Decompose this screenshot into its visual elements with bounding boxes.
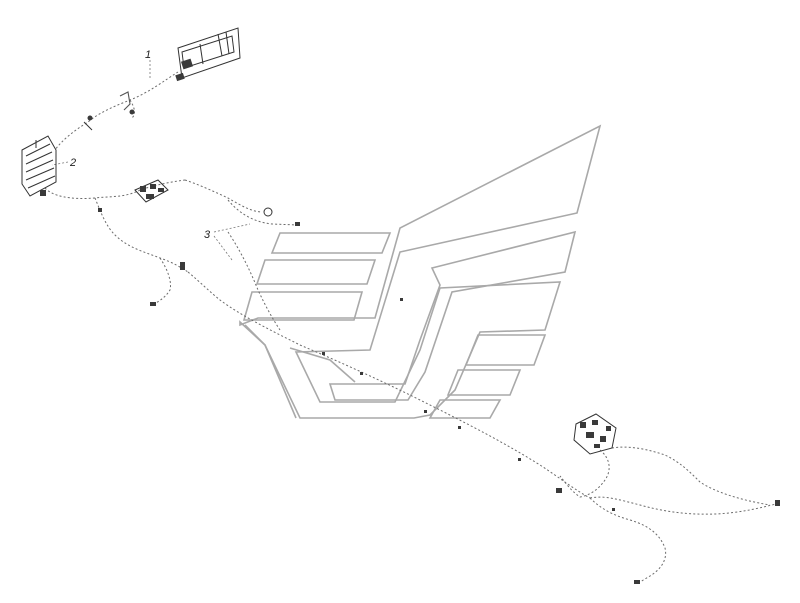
callout-1: 1 xyxy=(145,49,151,61)
wire-harness xyxy=(44,71,781,583)
watermark-logo xyxy=(239,124,602,419)
callout-labels: 1 2 3 xyxy=(69,49,211,241)
harness-clips xyxy=(322,298,615,511)
part-1-control-unit xyxy=(83,27,241,131)
callout-2: 2 xyxy=(69,157,76,169)
harness-connector-cluster xyxy=(98,179,300,306)
callout-3: 3 xyxy=(204,229,211,241)
part-2-heater-block xyxy=(21,135,57,197)
rear-connector-cluster xyxy=(556,413,780,584)
leader-lines xyxy=(51,60,251,261)
